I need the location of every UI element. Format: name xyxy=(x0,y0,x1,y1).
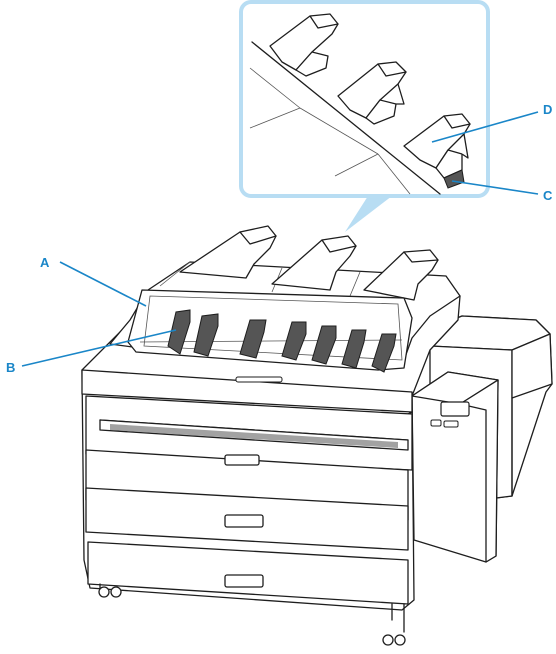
zoom-inset: D C xyxy=(239,0,553,232)
callout-a: A xyxy=(40,255,147,307)
paper-slot-grille xyxy=(110,424,398,448)
caster-wheel xyxy=(98,586,110,598)
control-column xyxy=(411,371,499,563)
caster-wheel xyxy=(394,634,406,646)
callout-b: B xyxy=(6,329,177,375)
caster-wheel xyxy=(382,634,394,646)
zoom-paddle-1 xyxy=(269,13,339,77)
guide-lever xyxy=(193,313,219,357)
window-handle xyxy=(235,376,283,383)
caster-wheel xyxy=(110,586,122,598)
callout-d-label: D xyxy=(543,102,552,117)
control-panel-button xyxy=(443,420,459,428)
guide-lever xyxy=(371,333,397,373)
drawer-2 xyxy=(85,487,409,551)
callout-b-label: B xyxy=(6,360,15,375)
guide-lever xyxy=(311,325,337,365)
control-panel-screen xyxy=(440,401,470,417)
control-panel-button xyxy=(430,419,442,427)
guide-lever xyxy=(167,309,191,355)
zoom-paddle-3 xyxy=(403,113,471,189)
guide-lever xyxy=(341,329,367,369)
callout-c-label: C xyxy=(543,188,553,203)
zoom-paddle-2 xyxy=(337,61,407,125)
callout-a-label: A xyxy=(40,255,50,270)
guide-lever xyxy=(239,319,267,359)
zoom-detail xyxy=(249,13,471,195)
guide-levers xyxy=(167,309,397,373)
drawer-3 xyxy=(87,541,409,605)
callout-d: D xyxy=(431,102,552,143)
zoom-paddle-3-part-c xyxy=(443,169,465,189)
stand xyxy=(98,583,406,646)
callout-c: C xyxy=(451,180,553,203)
guide-lever xyxy=(281,321,307,361)
zoom-pointer xyxy=(345,196,392,232)
printer xyxy=(81,225,553,646)
output-stacker xyxy=(179,225,439,301)
